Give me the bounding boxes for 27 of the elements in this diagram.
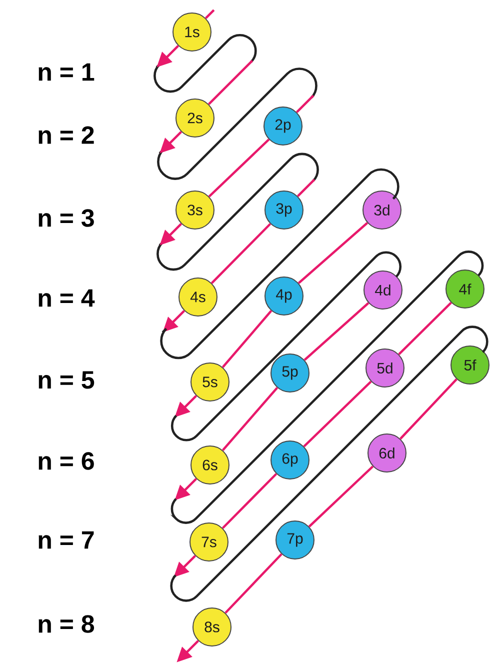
line-segment [222,310,272,368]
line-segment [303,380,372,448]
line-segment [398,302,452,356]
row-label: n = 3 [38,209,94,227]
line-segment [208,60,254,106]
row-label: n = 7 [38,531,94,549]
line-segment [298,222,368,284]
row-label: n = 1 [38,63,94,81]
line-segment [224,553,282,614]
loop-line [170,250,484,524]
row-label: n = 6 [38,452,94,470]
line-segment [304,302,370,361]
row-label: n = 4 [38,289,95,307]
row-label: n = 5 [38,371,94,389]
line-segment [400,378,458,440]
line-segment [210,223,272,284]
line-segment [222,473,278,529]
row-label: n = 2 [38,126,94,144]
line-segment [204,9,215,20]
line-segment [222,386,278,452]
loop-line [160,168,400,360]
line-segment [296,94,314,114]
loop-line [171,251,402,442]
line-segment [208,138,270,198]
row-label: n = 8 [38,615,94,633]
line-segment [296,178,316,198]
line-segment [308,466,374,528]
